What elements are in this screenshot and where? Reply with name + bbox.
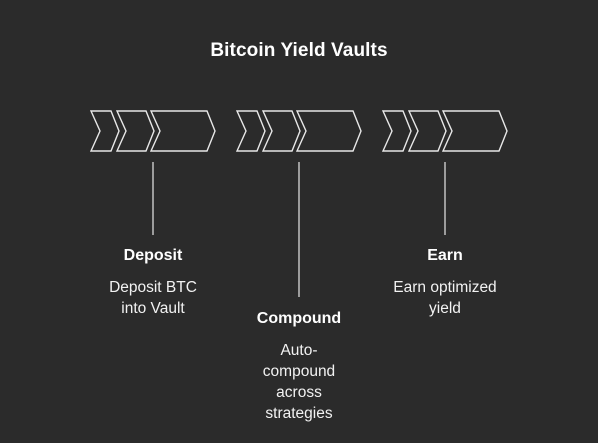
step-desc-compound: Auto- compound across strategies (219, 340, 379, 424)
step-desc-deposit: Deposit BTC into Vault (73, 277, 233, 319)
step-title-deposit: Deposit (123, 247, 183, 264)
chevron-arrow-group-icon (381, 110, 508, 152)
desc-line: across (276, 384, 322, 401)
desc-line: strategies (265, 405, 333, 422)
diagram-title: Bitcoin Yield Vaults (210, 40, 388, 61)
desc-line: Earn optimized (393, 279, 497, 296)
desc-line: Deposit BTC (109, 279, 197, 296)
desc-line: Auto- (280, 342, 318, 359)
step-desc-earn: Earn optimized yield (365, 277, 525, 319)
step-title-earn: Earn (427, 247, 463, 264)
chevron-arrow-group-icon (235, 110, 362, 152)
step-title-compound: Compound (256, 310, 342, 327)
chevron-arrow-group-icon (89, 110, 216, 152)
desc-line: into Vault (121, 300, 185, 317)
desc-line: yield (429, 300, 461, 317)
desc-line: compound (262, 363, 336, 380)
